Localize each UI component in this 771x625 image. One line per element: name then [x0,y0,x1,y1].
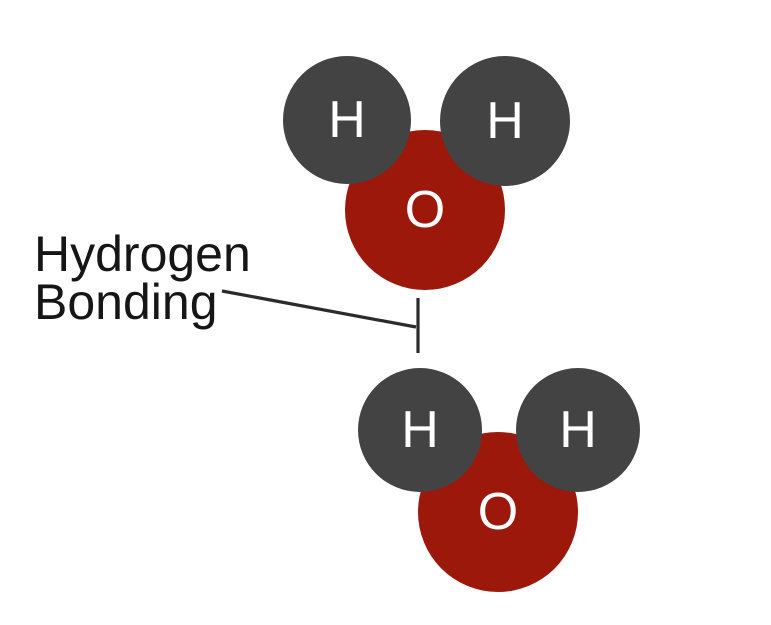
hydrogen-atom-top-left: H [283,56,411,184]
hydrogen-symbol: H [328,91,366,149]
hydrogen-bonding-label: Hydrogen Bonding [34,226,251,330]
hydrogen-atom-bottom-left: H [358,368,482,492]
label-pointer-line [221,289,417,329]
hydrogen-symbol: H [559,401,597,459]
label-line-2: Bonding [34,274,218,330]
hydrogen-atom-top-right: H [440,56,570,186]
hydrogen-symbol: H [401,401,439,459]
oxygen-symbol: O [477,483,519,541]
label-line-1: Hydrogen [34,226,251,282]
oxygen-symbol: O [404,181,446,239]
hydrogen-atom-bottom-right: H [516,368,640,492]
hydrogen-symbol: H [486,92,524,150]
